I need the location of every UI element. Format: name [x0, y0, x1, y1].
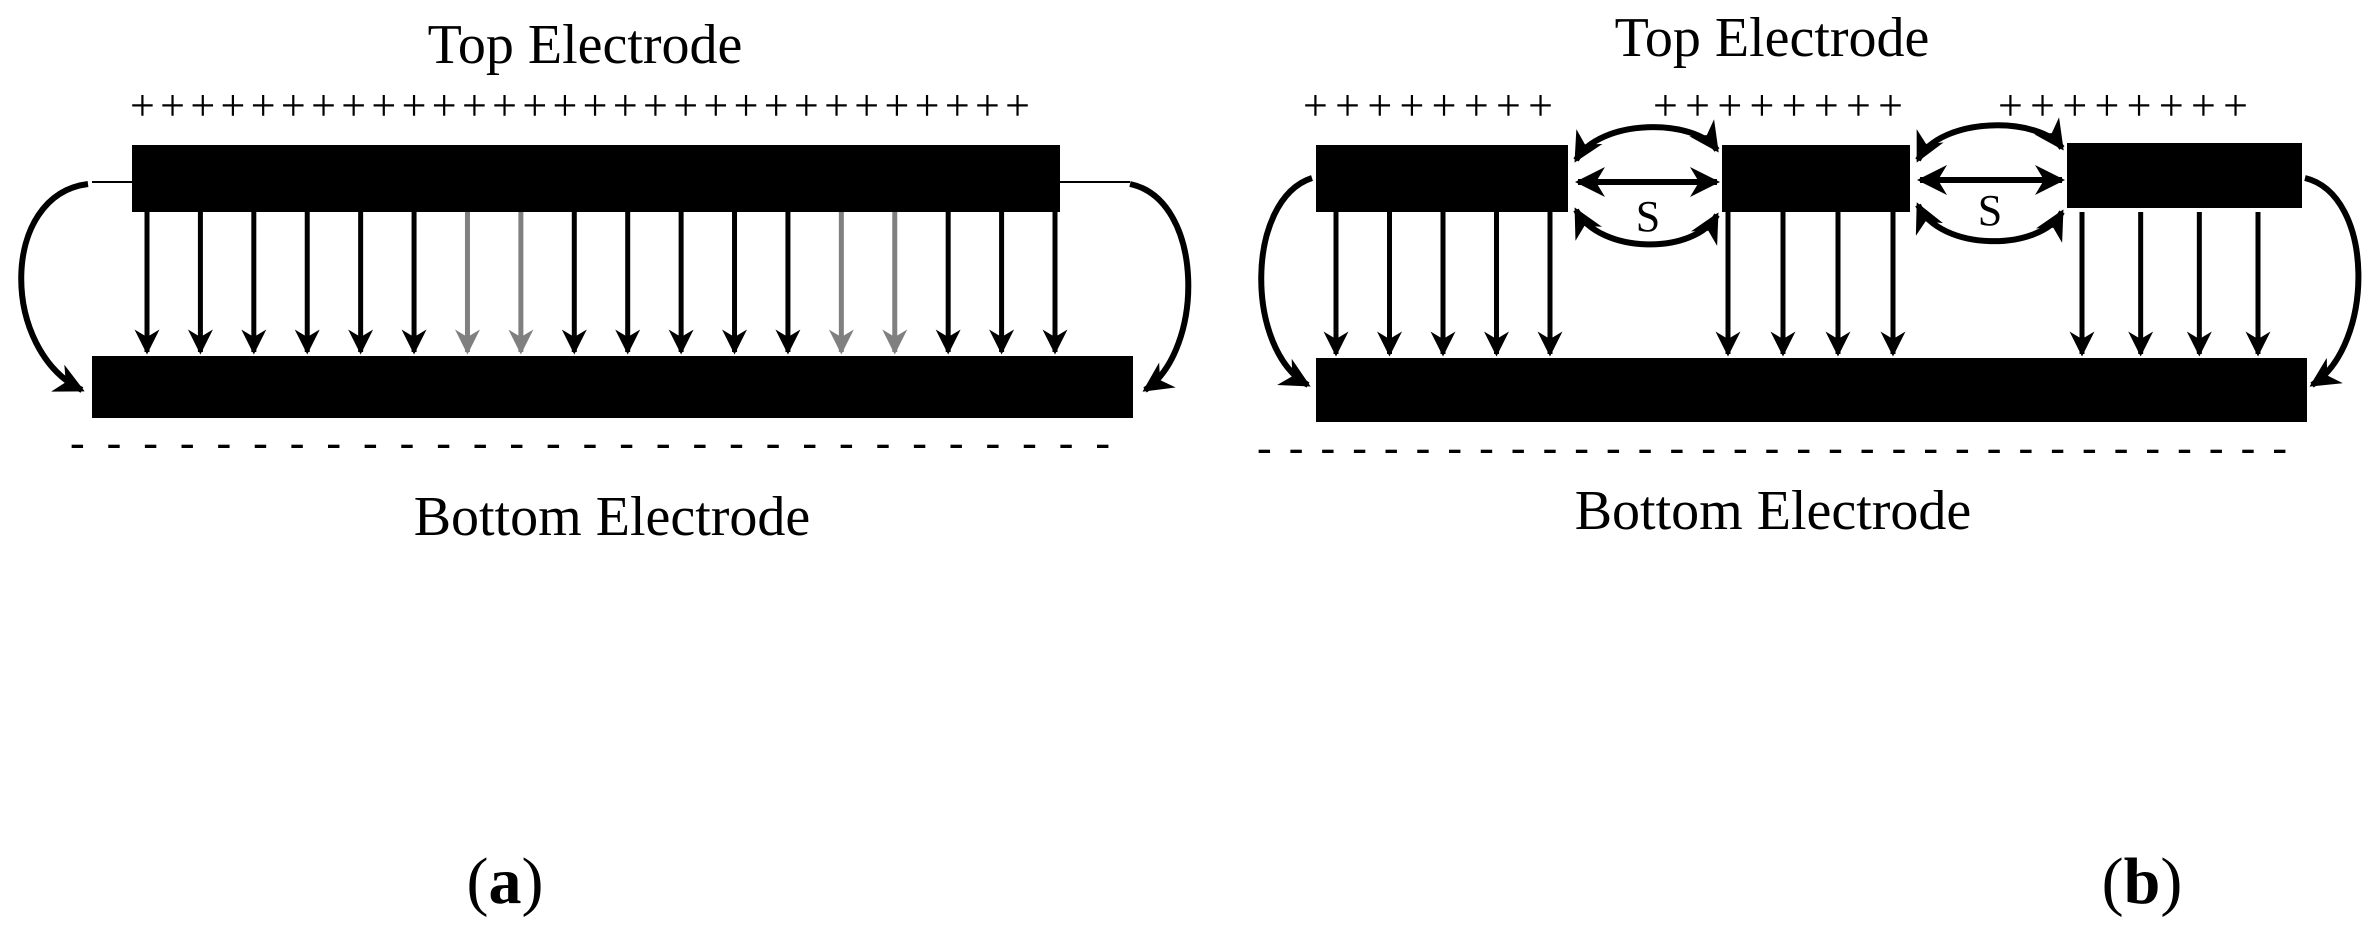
panel-b-gap-1-label: S — [1636, 192, 1660, 241]
panel-b-gap-2-lower-fringe-arrow — [1915, 202, 2065, 245]
panel-b-gap-1-upper-fringe-arrow — [1573, 119, 1720, 163]
panel-b-top-label: Top Electrode — [1615, 7, 1930, 69]
panel-a-top-plate — [132, 145, 1060, 212]
panel-b-gap-2: S — [1915, 117, 2065, 245]
panel-b-positive-charges-3: ++++++++ — [1998, 81, 2248, 130]
panel-a-letter: a — [489, 845, 522, 918]
panel-a-top-label: Top Electrode — [428, 14, 743, 76]
panel-b-right-fringe-arrow — [2304, 175, 2362, 388]
panel-a-field-arrows — [134, 212, 1068, 355]
panel-b-bottom-label: Bottom Electrode — [1575, 480, 1972, 542]
panel-a-negative-charges: - - - - - - - - - - - - - - - - - - - - … — [70, 418, 1110, 467]
panel-b: Top Electrode ++++++++ ++++++++ ++++++++… — [1257, 7, 2362, 918]
panel-b-field-arrows — [1323, 212, 2271, 357]
panel-b-negative-charges: - - - - - - - - - - - - - - - - - - - - … — [1257, 423, 2287, 472]
panel-b-top-segment-2 — [1722, 145, 1910, 212]
panel-a-left-fringe-arrow — [18, 181, 89, 393]
panel-b-left-fringe-arrow — [1258, 175, 1314, 388]
panel-a-caption: (a) — [467, 845, 544, 918]
panel-b-gap-2-label: S — [1978, 186, 2002, 235]
panel-a-right-fringe-arrow — [1129, 181, 1192, 393]
panel-a-bottom-label: Bottom Electrode — [414, 486, 811, 548]
panel-b-gap-1-lower-fringe-arrow — [1573, 207, 1720, 248]
panel-b-positive-charges-2: ++++++++ — [1653, 81, 1903, 130]
panel-a-positive-charges: ++++++++++++++++++++++++++++++ — [130, 81, 1030, 130]
panel-b-letter: b — [2124, 845, 2161, 918]
panel-b-gap-1: S — [1573, 119, 1720, 248]
panel-a-bottom-plate — [92, 356, 1133, 418]
panel-a: Top Electrode ++++++++++++++++++++++++++… — [18, 14, 1192, 918]
panel-b-caption: (b) — [2102, 845, 2183, 918]
panel-b-gap-2-upper-fringe-arrow — [1915, 117, 2065, 163]
panel-b-top-segment-3 — [2067, 143, 2302, 208]
panel-b-bottom-plate — [1316, 358, 2307, 422]
panel-b-positive-charges-1: ++++++++ — [1303, 81, 1553, 130]
panel-b-top-segment-1 — [1316, 145, 1568, 212]
